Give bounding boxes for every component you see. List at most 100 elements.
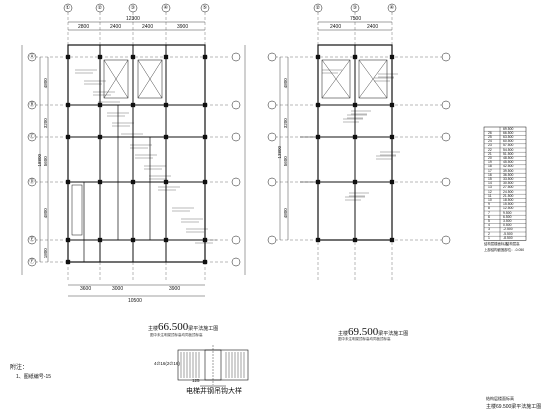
table-elev: -2.500: [503, 227, 513, 232]
axis-label-left: Ⓐ: [29, 53, 35, 60]
axis-bubble-top: [350, 3, 360, 13]
detail-dim: 125: [192, 378, 200, 383]
detail-note-label: 4∅16(2∅16): [154, 361, 180, 366]
table-header-elev: 69.500: [503, 126, 514, 131]
axis-bubble-top: [387, 3, 397, 13]
column: [389, 102, 395, 108]
column: [315, 102, 321, 108]
table-floor: 13: [488, 185, 492, 190]
column: [97, 54, 103, 60]
dim-top-part: 2800: [78, 24, 90, 30]
table-elev: 3.500: [503, 218, 512, 223]
table-elev: 60.500: [503, 139, 514, 144]
table-floor: 9: [488, 202, 490, 207]
dim-left-part: 4800: [42, 78, 48, 89]
column: [389, 134, 395, 140]
column: [163, 179, 169, 185]
axis-label-top: ②: [97, 4, 102, 11]
dim-bottom-part: 3600: [80, 286, 92, 292]
axis-bubble-right: [441, 132, 451, 142]
axis-bubble-left: [267, 52, 277, 62]
column: [130, 54, 136, 60]
column: [65, 134, 71, 140]
table-floor: 22: [488, 147, 492, 152]
table-floor: 20: [488, 155, 492, 160]
lift-shaft: [103, 59, 129, 99]
axis-bubble-left: [27, 257, 37, 267]
table-elev: 63.500: [503, 134, 514, 139]
building-outline: [67, 44, 206, 263]
column: [352, 237, 358, 243]
axis-label-top: ④: [163, 4, 168, 11]
axis-bubble-left: [267, 100, 277, 110]
table-floor: 24: [488, 139, 492, 144]
column: [315, 134, 321, 140]
axis-label-top: ①: [65, 4, 70, 11]
axis-bubble-top: [95, 3, 105, 13]
shaft-cross: [103, 59, 129, 99]
dim-left-part: 4800: [42, 208, 48, 219]
table-floor: 14: [488, 181, 492, 186]
column: [202, 102, 208, 108]
axis-bubble-right: [231, 235, 241, 245]
column: [65, 54, 71, 60]
notes-item-1: 1、图纸编号-15: [16, 374, 52, 380]
axis-bubble-top: [200, 3, 210, 13]
axis-bubble-right: [231, 132, 241, 142]
table-floor: 15: [488, 176, 492, 181]
table-elev: 33.500: [503, 176, 514, 181]
table-bottom-note: 上部结构嵌固部位：-0.050: [484, 248, 525, 253]
axis-bubble-top: [63, 3, 73, 13]
table-elev: 45.500: [503, 160, 514, 165]
dim-bottom-part: 3900: [169, 286, 181, 292]
table-floor: 10: [488, 197, 492, 202]
table-floor: 7: [488, 210, 490, 215]
table-elev: 54.500: [503, 147, 514, 152]
table-elev: 0.500: [503, 223, 512, 228]
axis-label-top: ③: [352, 4, 357, 11]
column: [315, 54, 321, 60]
column: [202, 259, 208, 265]
column: [202, 54, 208, 60]
table-floor: 17: [488, 168, 492, 173]
axis-label-top: ③: [130, 4, 135, 11]
column: [163, 134, 169, 140]
table-elev: 48.500: [503, 155, 514, 160]
table-floor: 6: [488, 214, 490, 219]
table-elev: 21.500: [503, 193, 514, 198]
dim-top-part: 2400: [110, 24, 122, 30]
dim-top-part: 2400: [367, 24, 379, 30]
dim-left-part: 3200: [282, 118, 288, 129]
dim-left-part: 3200: [42, 118, 48, 129]
axis-label-top: ⑤: [202, 4, 207, 11]
column: [389, 179, 395, 185]
table-elev: 30.500: [503, 181, 514, 186]
column: [389, 54, 395, 60]
dim-left-part: 5600: [42, 156, 48, 167]
table-elev: -8.500: [503, 235, 513, 240]
axis-bubble-left: [27, 132, 37, 142]
table-elev: 39.500: [503, 168, 514, 173]
axis-bubble-top: [313, 3, 323, 13]
column: [65, 179, 71, 185]
table-elev: 6.500: [503, 214, 512, 219]
column: [130, 237, 136, 243]
axis-label-left: Ⓔ: [29, 236, 35, 243]
axis-bubble-left: [27, 235, 37, 245]
column: [352, 102, 358, 108]
lift-shaft: [321, 59, 351, 99]
column: [97, 237, 103, 243]
table-floor: 12: [488, 189, 492, 194]
column: [352, 179, 358, 185]
column: [202, 134, 208, 140]
dim-top-part: 2400: [142, 24, 154, 30]
dim-bottom-total: 10500: [128, 298, 142, 304]
table-floor: 23: [488, 143, 492, 148]
dim-left-part: 1800: [42, 248, 48, 259]
axis-label-left: Ⓓ: [29, 178, 35, 185]
right-plan-title: 主楼69.500梁平法施工图: [338, 326, 409, 338]
right-plan-subtitle: 图中未注明梁顶标高均同板顶标高: [338, 337, 391, 341]
dim-left-part: 4800: [282, 208, 288, 219]
axis-label-top: ④: [389, 4, 394, 11]
column: [163, 54, 169, 60]
